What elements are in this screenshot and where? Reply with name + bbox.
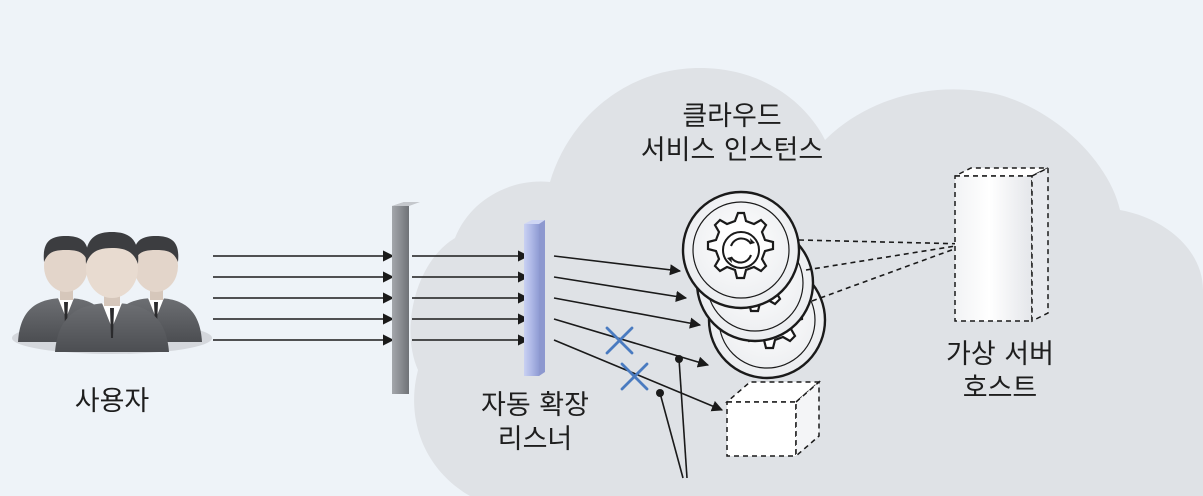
dropped-connection-lines — [659, 358, 688, 479]
user-person-icon — [55, 232, 169, 352]
junction-dot — [656, 389, 664, 397]
junction-dot — [675, 355, 683, 363]
gear-instance-icon — [681, 190, 801, 310]
instances-label: 클라우드 서비스 인스턴스 — [612, 100, 852, 168]
instances-label-line2: 서비스 인스턴스 — [640, 135, 824, 166]
user-group-icon — [12, 232, 212, 354]
host-dashed-links — [798, 239, 969, 302]
gear-stack-icon — [681, 190, 827, 380]
listener-label-line2: 리스너 — [497, 424, 573, 455]
users-label-text: 사용자 — [74, 386, 150, 417]
users-label: 사용자 — [50, 385, 174, 419]
instances-label-line1: 클라우드 — [682, 101, 782, 132]
listener-label: 자동 확장 리스너 — [455, 389, 615, 457]
host-label-line1: 가상 서버 — [946, 339, 1054, 370]
server-icon — [954, 166, 1049, 323]
user-request-arrows — [213, 250, 395, 346]
x-mark-icon — [620, 362, 649, 391]
forward-arrows — [412, 250, 530, 346]
load-balancer-bar — [392, 202, 420, 394]
scaling-listener-bar — [524, 220, 545, 376]
x-mark-icon — [605, 326, 634, 355]
listener-label-line1: 자동 확장 — [481, 390, 589, 421]
empty-box-icon — [724, 380, 822, 458]
host-label: 가상 서버 호스트 — [925, 338, 1075, 406]
host-label-line2: 호스트 — [962, 373, 1038, 404]
